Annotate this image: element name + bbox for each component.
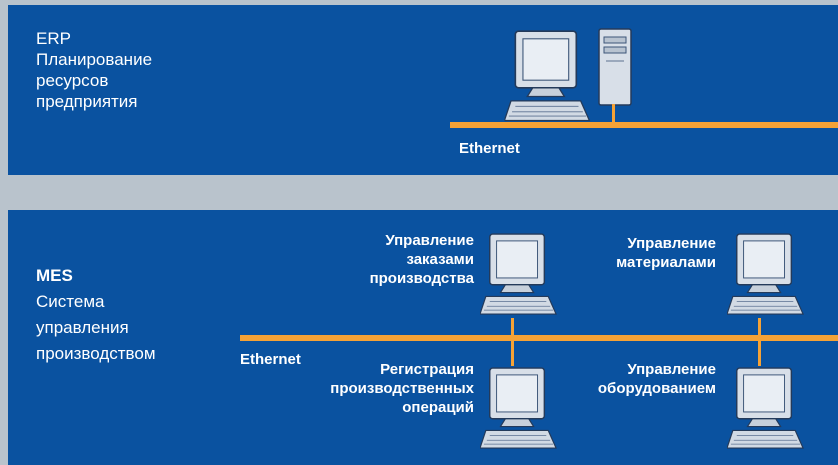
erp-ethernet-bus bbox=[450, 122, 838, 128]
erp-panel: ERP Планирование ресурсов предприятия Et… bbox=[8, 5, 838, 175]
mes-ethernet-bus bbox=[240, 335, 838, 341]
desktop-computer-icon bbox=[480, 366, 558, 454]
desktop-computer-icon bbox=[502, 29, 594, 127]
erp-line: предприятия bbox=[36, 92, 138, 111]
mes-bus-drop bbox=[758, 318, 761, 366]
mes-line: Система bbox=[36, 292, 105, 311]
desktop-computer-icon bbox=[727, 232, 805, 320]
tower-computer-icon bbox=[598, 28, 632, 106]
node-label-line: оборудованием bbox=[597, 380, 716, 397]
mes-title: MES bbox=[36, 266, 73, 285]
node-label-line: Управление bbox=[385, 232, 474, 249]
mes-ethernet-label: Ethernet bbox=[240, 351, 301, 368]
node-label-registration: Регистрация производственных операций bbox=[330, 360, 474, 417]
erp-bus-drop bbox=[612, 104, 615, 126]
node-label-equipment: Управление оборудованием bbox=[598, 360, 716, 398]
erp-description: ERP Планирование ресурсов предприятия bbox=[36, 28, 152, 112]
mes-line: управления bbox=[36, 318, 129, 337]
mes-panel: MES Система управления производством Eth… bbox=[8, 210, 838, 465]
erp-line: ERP bbox=[36, 29, 71, 48]
node-label-materials: Управление материалами bbox=[616, 234, 716, 272]
node-label-line: Управление bbox=[627, 235, 716, 252]
erp-line: ресурсов bbox=[36, 71, 109, 90]
desktop-computer-icon bbox=[480, 232, 558, 320]
node-label-line: материалами bbox=[616, 254, 716, 271]
mes-bus-drop bbox=[511, 318, 514, 366]
node-label-line: заказами bbox=[406, 251, 474, 268]
desktop-computer-icon bbox=[727, 366, 805, 454]
mes-line: производством bbox=[36, 344, 156, 363]
node-label-line: производственных bbox=[330, 380, 474, 397]
node-label-line: операций bbox=[402, 399, 474, 416]
node-label-line: производства bbox=[369, 270, 474, 287]
mes-description: MES Система управления производством bbox=[36, 263, 156, 367]
erp-line: Планирование bbox=[36, 50, 153, 69]
node-label-orders: Управление заказами производства bbox=[370, 231, 474, 288]
erp-ethernet-label: Ethernet bbox=[459, 140, 520, 157]
node-label-line: Регистрация bbox=[380, 361, 474, 378]
node-label-line: Управление bbox=[627, 361, 716, 378]
